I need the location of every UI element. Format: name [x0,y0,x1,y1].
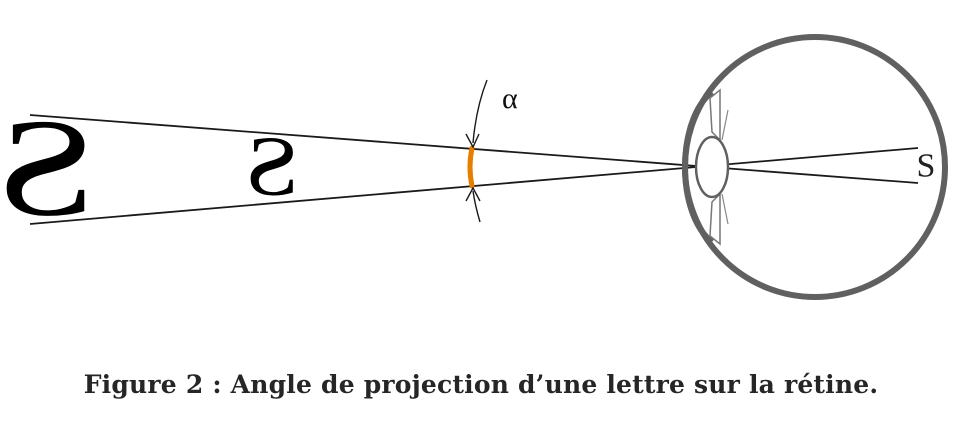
angle-label: α [502,82,518,115]
angle-arc [467,145,475,189]
ciliary-upper [721,109,729,141]
angle-arrow-lower [472,190,481,223]
projection-diagram: S S α S [0,34,948,300]
ciliary-lower [721,193,729,225]
iris-lower [709,192,721,246]
lens [694,135,730,199]
angle-arrow-upper [472,79,488,144]
iris-upper [709,88,721,142]
angle-arrowhead-upper [465,133,480,149]
figure-caption: Figure 2 : Angle de projection d’une let… [83,370,879,399]
eye [682,34,948,300]
retina-letter: S [917,148,936,185]
angle-arrowhead-lower [465,186,481,202]
cornea [682,89,714,245]
